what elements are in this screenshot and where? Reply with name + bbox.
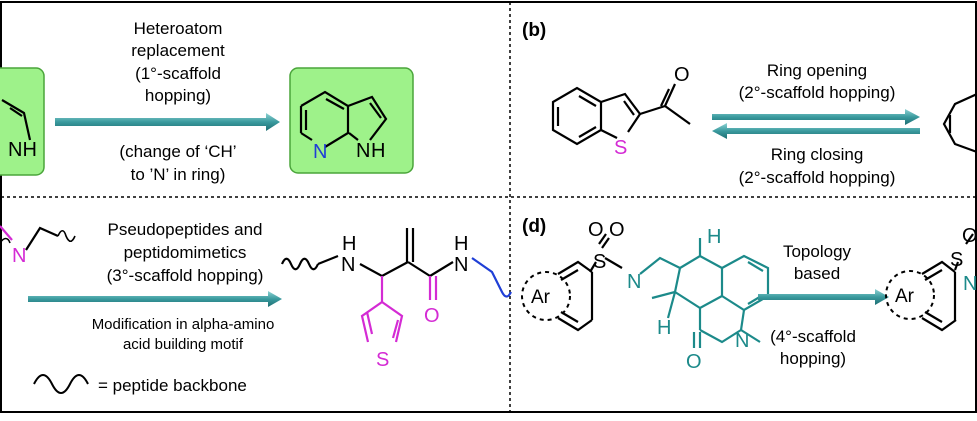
pyrrolidine-n-label: N — [627, 271, 641, 293]
left-magenta-bond — [0, 225, 13, 241]
thiophene-s-label: S — [376, 349, 389, 371]
panel-d-label: (d) — [522, 216, 546, 237]
panel-d-title-line1: Topology — [783, 242, 852, 261]
product-n-label: N — [963, 273, 977, 295]
sulfonyl-o2-label: O — [609, 219, 625, 241]
panel-c-note-line2: acid building motif — [123, 336, 244, 353]
lactam-n-label: N — [735, 330, 749, 352]
figure-border — [0, 1, 977, 413]
panel-a-note-line1: (change of ‘CH’ — [119, 142, 236, 161]
aryl-label: Ar — [531, 287, 551, 308]
amide-blue-chain — [471, 257, 512, 298]
lactam-o-label: O — [686, 351, 702, 373]
sulfonyl-o1-label: O — [588, 219, 604, 241]
panel-b: (b) S O Ring opening (2°-scaffold hoppin… — [522, 20, 977, 187]
panel-d-arrow — [758, 289, 889, 305]
panel-c-title-line3: (3°-scaffold hopping) — [107, 266, 264, 285]
product-sulfonyl-o-label: O — [962, 225, 977, 247]
panel-c-note-line1: Modification in alpha-amino — [92, 316, 275, 333]
product-aryl-label: Ar — [895, 286, 915, 307]
panel-a-title-line4: hopping) — [145, 86, 211, 105]
panel-a-title-line2: replacement — [131, 41, 225, 60]
panel-d: (d) Ar S O O — [521, 216, 977, 373]
left-pyrrole-fragment — [1, 99, 32, 141]
azaindole-highlight — [289, 67, 414, 174]
carbonyl-o-label: O — [674, 64, 690, 86]
tricyclic-core-bonds — [639, 238, 770, 348]
thiophene-bonds — [360, 276, 404, 343]
aryl-sulfonyl-bonds — [557, 233, 623, 332]
sulfonyl-s-label: S — [593, 251, 606, 273]
ring-opening-line1: Ring opening — [767, 61, 867, 80]
left-nh-label: NH — [8, 139, 37, 161]
pseudopeptide-bonds — [280, 228, 454, 278]
stereo-h1-label: H — [707, 226, 721, 248]
amine-h-label: H — [342, 233, 356, 255]
panel-a-title-line3: (1°-scaffold — [135, 64, 221, 83]
amide-n-label: N — [454, 254, 468, 276]
ring-opening-line2: (2°-scaffold hopping) — [739, 83, 896, 102]
amide-h-label: H — [454, 233, 468, 255]
ring-opening-arrow — [712, 109, 920, 125]
peptide-backbone-legend: = peptide backbone — [98, 376, 247, 395]
panel-b-label: (b) — [522, 20, 546, 41]
panel-c-arrow — [28, 291, 282, 307]
azaindole-bonds — [299, 90, 388, 148]
benzothiophene-bonds — [551, 83, 691, 146]
peptide-backbone-symbol — [33, 374, 89, 394]
azaindole-nh-n: N — [356, 140, 370, 162]
azaindole-n-label: N — [313, 141, 327, 163]
amine-n-label: N — [341, 254, 355, 276]
aryl-dashed-circle — [521, 271, 571, 321]
panel-a: NH Heteroatom replacement (1°-scaffold h… — [0, 19, 414, 184]
product-sulfonyl-s-label: S — [950, 249, 963, 271]
product-aryl-dashed-circle — [885, 270, 935, 320]
panel-d-note-line2: hopping) — [780, 349, 846, 368]
panel-d-title-line2: based — [794, 264, 840, 283]
amide-o-label: O — [424, 305, 440, 327]
left-molecule-highlight — [0, 67, 45, 176]
left-chain-squiggle — [57, 229, 76, 243]
azaindole-nh-h: H — [371, 140, 385, 162]
ring-closing-line1: Ring closing — [771, 145, 864, 164]
product-aryl-bonds — [921, 233, 974, 332]
left-chain-bond — [25, 226, 59, 251]
panel-a-arrow — [55, 113, 280, 131]
pseudopeptide-magenta-bonds — [428, 276, 438, 300]
azaindole-n-bond — [300, 132, 313, 141]
panel-c-title-line2: peptidomimetics — [124, 243, 247, 262]
panel-c: N Pseudopeptides and peptidomimetics (3°… — [0, 220, 512, 395]
benzothiophene-s-label: S — [614, 137, 627, 159]
panel-a-note-line2: to ’N’ in ring) — [131, 165, 226, 184]
panel-d-note-line1: (4°-scaffold — [770, 327, 856, 346]
left-backbone-squiggle — [0, 237, 11, 244]
ring-closing-arrow — [712, 123, 920, 139]
left-n-label: N — [12, 245, 26, 267]
stereo-h2-label: H — [657, 317, 671, 339]
panel-a-title-line1: Heteroatom — [134, 19, 223, 38]
opened-ring-fragment — [942, 92, 977, 154]
panel-c-title-line1: Pseudopeptides and — [107, 220, 262, 239]
ring-closing-line2: (2°-scaffold hopping) — [739, 168, 896, 187]
